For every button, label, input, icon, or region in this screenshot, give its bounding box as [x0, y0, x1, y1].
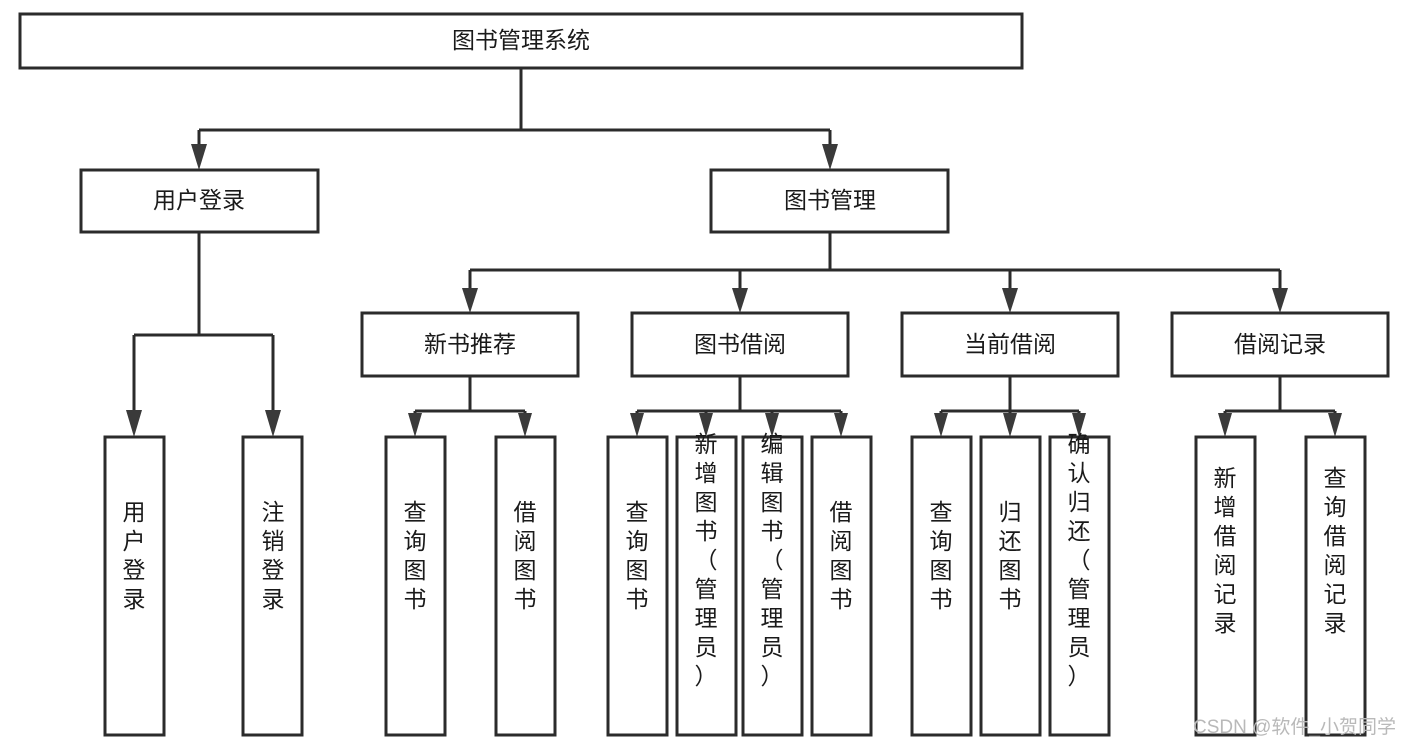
leaf-newbook-borrow-label: 借阅图书 — [514, 499, 537, 612]
leaf-user-login-box[interactable] — [103, 435, 166, 737]
node-root-box[interactable] — [18, 12, 1024, 70]
leaf-current-query-label: 查询图书 — [930, 499, 953, 612]
node-current-borrow[interactable]: 当前借阅 — [900, 311, 1120, 378]
leaf-borrow-edit-label: 编辑图书（管理员） — [761, 431, 784, 689]
arrow-head-icon — [462, 288, 478, 313]
arrow-head-icon — [191, 144, 207, 170]
leaf-borrow-add-box[interactable] — [675, 435, 738, 737]
leaf-borrow-query-label: 查询图书 — [626, 499, 649, 612]
node-new-book-recommend[interactable]: 新书推荐 — [360, 311, 580, 378]
arrow-head-icon — [834, 413, 848, 437]
arrow-head-icon — [518, 413, 532, 437]
leaf-node[interactable]: 借阅图书 — [810, 435, 873, 737]
node-book-management-box[interactable] — [709, 168, 950, 234]
leaf-records-query-box[interactable] — [1304, 435, 1367, 737]
leaf-borrow-do-label: 借阅图书 — [830, 499, 853, 612]
node-borrow-records-box[interactable] — [1170, 311, 1390, 378]
arrow-head-icon — [934, 413, 948, 437]
leaf-borrow-edit-box[interactable] — [741, 435, 804, 737]
leaf-node[interactable]: 新增图书（管理员） — [675, 431, 738, 737]
leaf-node[interactable]: 查询图书 — [384, 435, 447, 737]
node-book-borrow-box[interactable] — [630, 311, 850, 378]
arrow-head-icon — [1002, 288, 1018, 313]
arrow-head-icon — [699, 413, 713, 437]
node-new-book-recommend-label: 新书推荐 — [424, 331, 516, 357]
leaf-node[interactable]: 编辑图书（管理员） — [741, 431, 804, 737]
watermark-label: CSDN @软件_小贺同学 — [1193, 716, 1396, 738]
leaf-node[interactable]: 查询图书 — [606, 435, 669, 737]
arrow-head-icon — [630, 413, 644, 437]
node-book-borrow[interactable]: 图书借阅 — [630, 311, 850, 378]
leaf-borrow-add-label: 新增图书（管理员） — [695, 431, 718, 689]
leaf-records-add-box[interactable] — [1194, 435, 1257, 737]
leaf-newbook-query-box[interactable] — [384, 435, 447, 737]
node-root-label: 图书管理系统 — [452, 27, 590, 53]
edge-group — [126, 68, 1342, 437]
arrow-head-icon — [822, 144, 838, 170]
node-current-borrow-label: 当前借阅 — [964, 331, 1056, 357]
leaf-node[interactable]: 借阅图书 — [494, 435, 557, 737]
leaf-node[interactable]: 新增借阅记录 — [1194, 435, 1257, 737]
leaf-current-confirm-box[interactable] — [1048, 435, 1111, 737]
leaf-node[interactable]: 确认归还（管理员） — [1048, 431, 1111, 737]
arrow-head-icon — [408, 413, 422, 437]
leaf-node[interactable]: 查询借阅记录 — [1304, 435, 1367, 737]
leaf-current-confirm-label: 确认归还（管理员） — [1068, 431, 1091, 689]
node-book-management-label: 图书管理 — [784, 187, 876, 213]
leaf-logout-box[interactable] — [241, 435, 304, 737]
leaf-node[interactable]: 查询图书 — [910, 435, 973, 737]
node-current-borrow-box[interactable] — [900, 311, 1120, 378]
node-borrow-records-label: 借阅记录 — [1234, 331, 1326, 357]
leaf-node[interactable]: 注销登录 — [241, 435, 304, 737]
leaf-current-query-box[interactable] — [910, 435, 973, 737]
node-borrow-records[interactable]: 借阅记录 — [1170, 311, 1390, 378]
arrow-head-icon — [732, 288, 748, 313]
node-user-login-box[interactable] — [79, 168, 320, 234]
arrow-head-icon — [1328, 413, 1342, 437]
node-book-management[interactable]: 图书管理 — [709, 168, 950, 234]
arrow-head-icon — [126, 410, 142, 437]
arrow-head-icon — [1072, 413, 1086, 437]
leaf-current-return-label: 归还图书 — [999, 499, 1022, 612]
leaf-current-return-box[interactable] — [979, 435, 1042, 737]
arrow-head-icon — [1272, 288, 1288, 313]
leaf-records-add-label: 新增借阅记录 — [1214, 465, 1237, 636]
node-new-book-recommend-box[interactable] — [360, 311, 580, 378]
node-user-login-label: 用户登录 — [153, 187, 245, 213]
arrow-head-icon — [1218, 413, 1232, 437]
leaf-newbook-query-label: 查询图书 — [404, 499, 427, 612]
leaf-records-query-label: 查询借阅记录 — [1324, 465, 1347, 636]
node-book-borrow-label: 图书借阅 — [694, 331, 786, 357]
leaf-newbook-borrow-box[interactable] — [494, 435, 557, 737]
leaf-borrow-do-box[interactable] — [810, 435, 873, 737]
arrow-head-icon — [765, 413, 779, 437]
arrow-head-icon — [265, 410, 281, 437]
leaf-borrow-query-box[interactable] — [606, 435, 669, 737]
leaf-user-login-label: 用户登录 — [123, 499, 146, 612]
node-user-login[interactable]: 用户登录 — [79, 168, 320, 234]
leaf-node[interactable]: 用户登录 — [103, 435, 166, 737]
leaf-logout-label: 注销登录 — [262, 499, 285, 612]
arrow-head-icon — [1003, 413, 1017, 437]
leaf-node[interactable]: 归还图书 — [979, 435, 1042, 737]
node-root[interactable]: 图书管理系统 — [18, 12, 1024, 70]
